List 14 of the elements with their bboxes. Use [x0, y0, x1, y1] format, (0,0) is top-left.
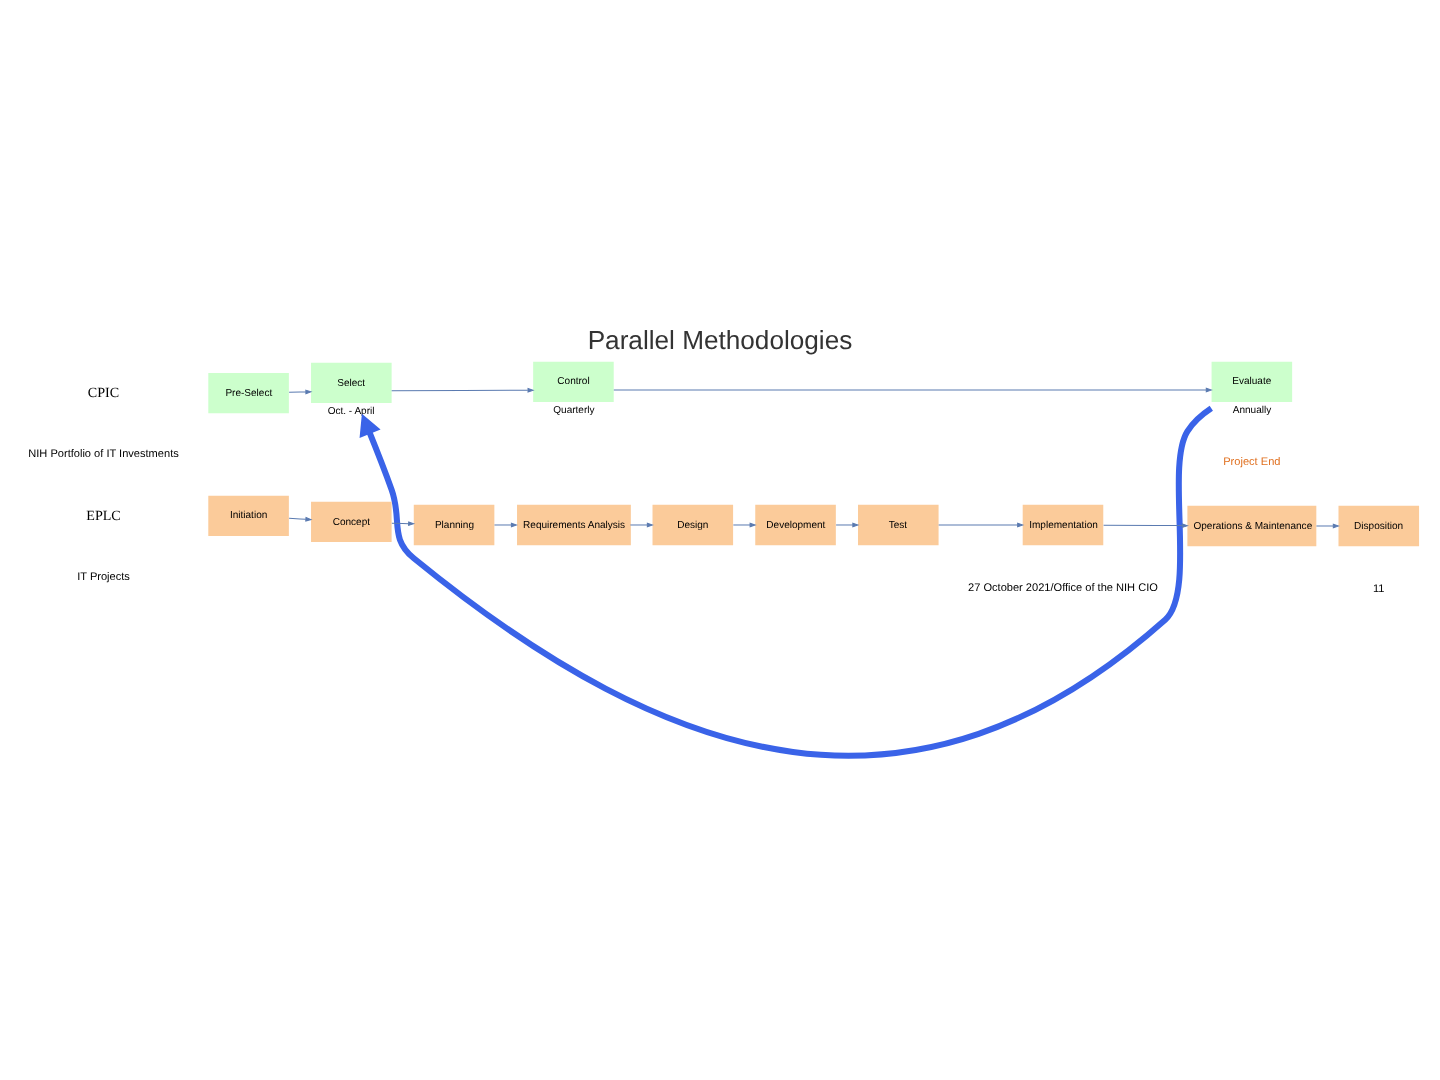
arrow [629, 522, 654, 528]
arrow [391, 387, 535, 393]
arrow [1103, 523, 1189, 529]
diagram-title: Parallel Methodologies [587, 325, 853, 356]
arrow [288, 389, 313, 395]
arrow [391, 521, 416, 527]
arrow [835, 522, 860, 528]
arrow [938, 522, 1025, 528]
arrow [359, 405, 1214, 759]
arrow [1315, 523, 1340, 529]
arrow [494, 522, 518, 528]
arrow [613, 387, 1213, 393]
arrow [288, 516, 313, 522]
arrow [732, 522, 757, 528]
